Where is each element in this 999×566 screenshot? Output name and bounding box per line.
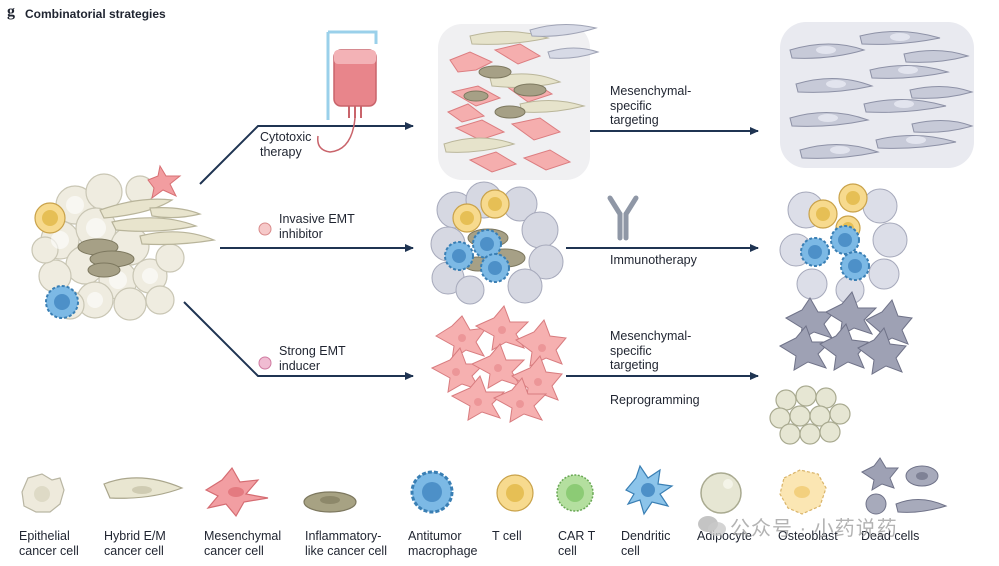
legend-inflammatory-line2: like cancer cell	[305, 543, 387, 558]
inducer-line1: Strong EMT	[279, 344, 346, 358]
legend-dead-cells-line1: Dead cells	[861, 529, 920, 543]
legend-epithelial-line2: cancer cell	[19, 543, 79, 558]
mst-bottom-line3: targeting	[610, 358, 659, 372]
legend-hybrid-line1: Hybrid E/M	[104, 529, 166, 543]
legend-hybrid-line2: cancer cell	[104, 543, 164, 558]
legend-dead-cells: Dead cells	[861, 529, 919, 544]
mesenchymal-targeting-label-bottom: Mesenchymal- specific targeting	[610, 329, 691, 373]
inducer-dot-icon	[258, 356, 272, 370]
legend-osteoblast: Osteoblast	[778, 529, 838, 544]
mesenchymal-cell-icon	[204, 466, 269, 518]
legend-dendritic-line2: cell	[621, 543, 640, 558]
tumor-after-inducer	[430, 305, 567, 423]
legend-epithelial: Epithelial cancer cell	[19, 529, 79, 558]
mesenchymal-targeting-label-top: Mesenchymal- specific targeting	[610, 84, 691, 128]
initial-tumor	[31, 164, 217, 321]
legend-macrophage: Antitumor macrophage	[408, 529, 478, 558]
tumor-after-cytotoxic	[438, 23, 600, 180]
legend-macrophage-line2: macrophage	[408, 543, 478, 558]
iv-bag-icon	[317, 30, 378, 153]
t-cell-start	[34, 202, 66, 234]
osteoblast-icon	[779, 469, 827, 515]
tumor-after-inhibitor	[430, 181, 564, 305]
car-t-cell-icon	[556, 474, 594, 512]
legend-mesenchymal-line1: Mesenchymal	[204, 529, 282, 543]
legend-dendritic-line1: Dendritic	[621, 529, 671, 543]
legend-car-t-line2: cell	[558, 543, 577, 558]
antibody-icon	[607, 195, 639, 241]
panel-title: Combinatorial strategies	[25, 7, 166, 21]
reprogramming-label: Reprogramming	[610, 393, 700, 407]
inhibitor-dot-icon	[258, 222, 272, 236]
legend-t-cell-line1: T cell	[492, 529, 522, 543]
dead-tumor-top	[780, 22, 974, 168]
inducer-line2: inducer	[279, 358, 320, 373]
hybrid-cells	[99, 198, 217, 246]
strong-emt-inducer-label: Strong EMT inducer	[279, 344, 346, 373]
dendritic-cell-icon	[625, 464, 674, 516]
hybrid-cell-icon	[103, 477, 184, 499]
wechat-icon	[698, 516, 726, 536]
dead-mesenchymal-cluster	[778, 291, 913, 375]
branch-arrows	[183, 122, 759, 380]
mst-top-line3: targeting	[610, 113, 659, 127]
mst-bottom-line1: Mesenchymal-	[610, 329, 692, 343]
legend-t-cell: T cell	[492, 529, 522, 544]
mesenchymal-cell-start	[147, 164, 182, 200]
legend-car-t: CAR T cell	[558, 529, 595, 558]
cytotoxic-line1: Cytotoxic	[260, 130, 312, 144]
panel-letter: g	[7, 3, 15, 20]
adipocyte-icon	[700, 472, 742, 514]
dead-cells-icon	[861, 457, 948, 515]
legend-hybrid: Hybrid E/M cancer cell	[104, 529, 166, 558]
legend-epithelial-line1: Epithelial	[19, 529, 70, 543]
mst-top-line1: Mesenchymal-	[610, 84, 692, 98]
cytotoxic-therapy-label: Cytotoxic therapy	[260, 130, 311, 159]
watermark-text: 公众号 · 小药说药	[730, 518, 898, 540]
cytotoxic-line2: therapy	[260, 144, 302, 159]
macrophage-start	[45, 285, 79, 319]
t-cell-icon	[496, 474, 534, 512]
adipocyte-cluster	[769, 385, 851, 445]
tumor-after-immunotherapy	[779, 183, 908, 305]
inhibitor-line2: inhibitor	[279, 226, 323, 241]
legend-dendritic: Dendritic cell	[621, 529, 670, 558]
legend-macrophage-line1: Antitumor	[408, 529, 462, 543]
legend-mesenchymal: Mesenchymal cancer cell	[204, 529, 281, 558]
legend-inflammatory-line1: Inflammatory-	[305, 529, 382, 543]
inhibitor-line1: Invasive EMT	[279, 212, 355, 226]
immunotherapy-label: Immunotherapy	[610, 253, 697, 268]
legend-mesenchymal-line2: cancer cell	[204, 543, 264, 558]
macrophage-icon	[410, 470, 454, 514]
legend-inflammatory: Inflammatory- like cancer cell	[305, 529, 387, 558]
immunotherapy-text: Immunotherapy	[610, 253, 697, 267]
legend-icons	[21, 457, 948, 518]
epithelial-cell-icon	[21, 473, 65, 513]
legend-car-t-line1: CAR T	[558, 529, 596, 543]
invasive-emt-inhibitor-label: Invasive EMT inhibitor	[279, 212, 355, 241]
mst-bottom-line2: specific	[610, 343, 652, 358]
inflammatory-cell-icon	[303, 491, 357, 513]
mst-top-line2: specific	[610, 98, 652, 113]
legend-osteoblast-line1: Osteoblast	[778, 529, 838, 543]
